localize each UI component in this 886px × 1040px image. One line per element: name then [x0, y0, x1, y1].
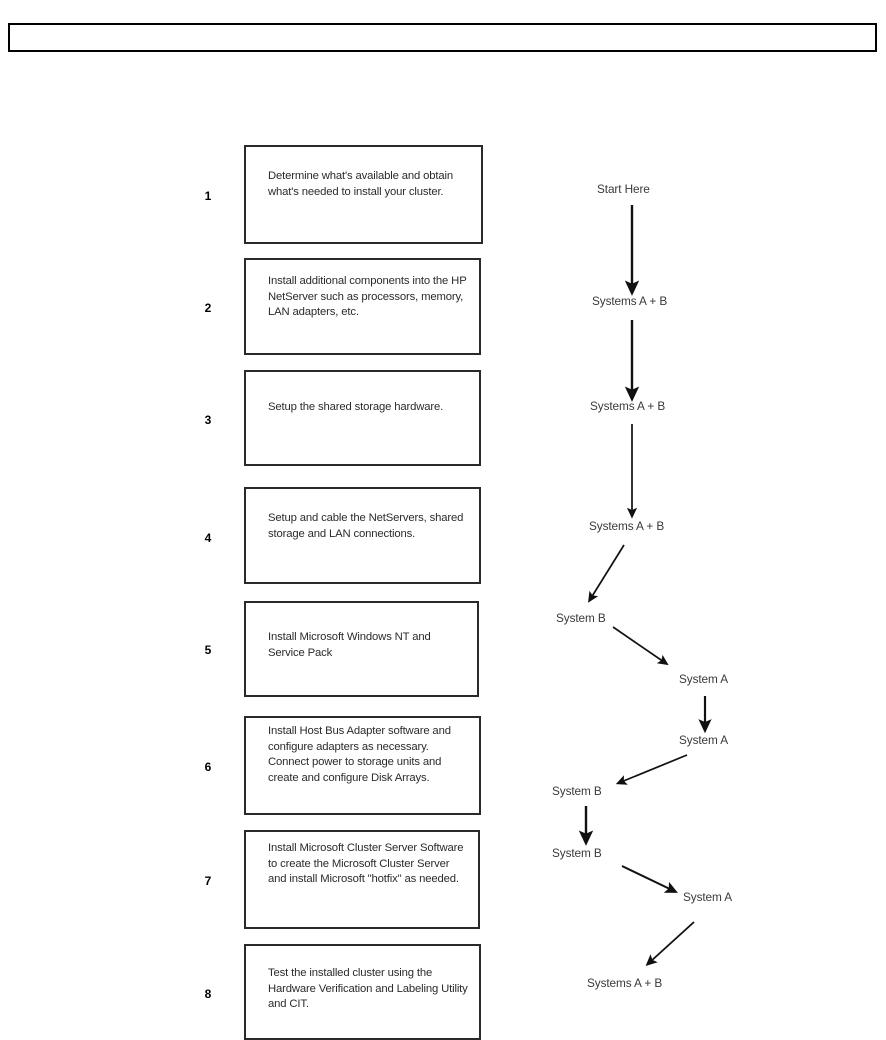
- flow-node-system-a-2: System A: [679, 733, 729, 747]
- flow-edge-9: [621, 865, 678, 893]
- flow-edge-7: [615, 754, 688, 785]
- flow-node-systems-a-b-4: Systems A + B: [587, 976, 663, 990]
- flow-node-system-b-1: System B: [556, 611, 606, 625]
- step-number-2: 2: [204, 301, 212, 315]
- step-text-3: Setup the shared storage hardware.: [268, 401, 444, 413]
- step-box-3: Setup the shared storage hardware.: [244, 370, 481, 466]
- step-number-7: 7: [204, 874, 212, 888]
- step-number-4: 4: [204, 531, 212, 545]
- step-text-1: Determine what's available and obtain wh…: [268, 170, 454, 198]
- flow-node-systems-a-b-3: Systems A + B: [589, 519, 665, 533]
- flow-edge-10: [645, 921, 695, 966]
- flow-edge-4: [588, 544, 625, 603]
- step-number-5: 5: [204, 643, 212, 657]
- step-text-8: Test the installed cluster using the Har…: [268, 967, 468, 1010]
- flow-node-systems-a-b-2: Systems A + B: [590, 399, 666, 413]
- step-number-6: 6: [204, 760, 212, 774]
- step-text-2: Install additional components into the H…: [268, 275, 467, 318]
- step-box-1: Determine what's available and obtain wh…: [244, 145, 483, 244]
- step-text-4: Setup and cable the NetServers, shared s…: [268, 512, 464, 540]
- flow-node-systems-a-b-1: Systems A + B: [592, 294, 668, 308]
- step-text-5: Install Microsoft Windows NT and Service…: [268, 631, 431, 659]
- step-number-1: 1: [204, 189, 212, 203]
- step-text-7: Install Microsoft Cluster Server Softwar…: [268, 842, 464, 885]
- step-box-7: Install Microsoft Cluster Server Softwar…: [244, 830, 480, 929]
- step-box-6: Install Host Bus Adapter software and co…: [244, 716, 481, 815]
- step-number-8: 8: [204, 987, 212, 1001]
- step-box-8: Test the installed cluster using the Har…: [244, 944, 481, 1040]
- flow-node-start-here: Start Here: [597, 182, 650, 196]
- header-banner: [8, 23, 877, 52]
- step-text-6: Install Host Bus Adapter software and co…: [268, 725, 451, 784]
- step-box-2: Install additional components into the H…: [244, 258, 481, 355]
- flow-node-system-b-2: System B: [552, 784, 602, 798]
- flow-edge-5: [612, 626, 669, 666]
- flow-node-system-b-3: System B: [552, 846, 602, 860]
- step-number-3: 3: [204, 413, 212, 427]
- step-box-5: Install Microsoft Windows NT and Service…: [244, 601, 479, 697]
- flow-node-system-a-1: System A: [679, 672, 729, 686]
- step-box-4: Setup and cable the NetServers, shared s…: [244, 487, 481, 584]
- flow-node-system-a-3: System A: [683, 890, 733, 904]
